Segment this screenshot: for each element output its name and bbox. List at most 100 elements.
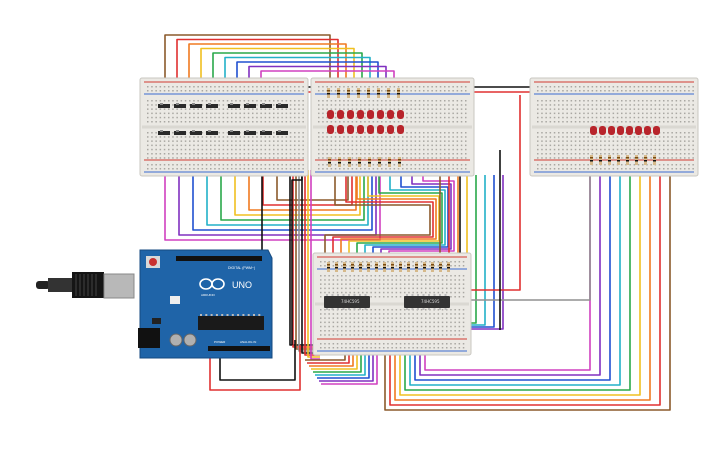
resistor <box>328 157 331 167</box>
resistor <box>338 157 341 167</box>
led <box>377 110 384 119</box>
jumper-wire[interactable] <box>261 174 300 260</box>
resistor <box>388 157 391 167</box>
jumper-wire[interactable] <box>176 38 339 101</box>
digital-label: DIGITAL (PWM~) <box>228 266 255 270</box>
jumper-wire[interactable] <box>209 345 301 391</box>
jumper-wire[interactable] <box>200 47 355 101</box>
resistor <box>343 262 346 272</box>
resistor <box>367 88 370 98</box>
resistor <box>635 155 638 165</box>
led <box>635 126 642 135</box>
slide-switch[interactable] <box>276 130 288 135</box>
uno-logo-text: UNO <box>232 280 252 290</box>
jumper-wire[interactable] <box>348 170 440 265</box>
jumper-wire[interactable] <box>192 150 373 231</box>
slide-switch[interactable] <box>260 130 272 135</box>
slide-switch[interactable] <box>244 103 256 108</box>
shift-register-layer: 74HC595 74HC595 <box>324 294 450 310</box>
jumper-wire[interactable] <box>364 170 446 265</box>
jumper-wire[interactable] <box>372 170 449 265</box>
resistor <box>644 155 647 165</box>
atmega-chip <box>198 316 264 330</box>
slide-switch[interactable] <box>244 130 256 135</box>
slide-switch[interactable] <box>158 103 170 108</box>
slide-switch[interactable] <box>174 130 186 135</box>
slide-switch[interactable] <box>190 130 202 135</box>
power-jack <box>138 328 160 348</box>
resistor <box>431 262 434 272</box>
jumper-wire[interactable] <box>332 170 434 265</box>
jumper-wire[interactable] <box>188 43 347 100</box>
resistor <box>599 155 602 165</box>
led <box>653 126 660 135</box>
slide-switch[interactable] <box>260 103 272 108</box>
jumper-wire[interactable] <box>164 34 331 100</box>
jumper-wire[interactable] <box>470 175 477 324</box>
digital-header <box>176 256 262 261</box>
jumper-wire[interactable] <box>307 170 320 358</box>
power-label: POWER <box>214 340 226 344</box>
usb-port <box>103 273 135 299</box>
led <box>617 126 624 135</box>
resistor <box>447 262 450 272</box>
chip-label: 74HC595 <box>421 299 440 304</box>
resistor <box>348 157 351 167</box>
resistor <box>387 88 390 98</box>
jumper-wire[interactable] <box>470 95 521 291</box>
led <box>377 125 384 134</box>
resistor <box>367 262 370 272</box>
slide-switch[interactable] <box>190 103 202 108</box>
jumper-wire[interactable] <box>380 170 452 265</box>
slide-switch[interactable] <box>228 130 240 135</box>
resistor <box>391 262 394 272</box>
jumper-wire[interactable] <box>310 170 320 360</box>
slide-switch[interactable] <box>174 103 186 108</box>
slide-switch[interactable] <box>228 103 240 108</box>
slide-switch[interactable] <box>276 103 288 108</box>
resistor <box>351 262 354 272</box>
jumper-wire[interactable] <box>470 175 495 328</box>
slide-switch[interactable] <box>158 130 170 135</box>
led <box>626 126 633 135</box>
jumper-wire[interactable] <box>470 175 504 330</box>
led <box>327 125 334 134</box>
jumper-wire[interactable] <box>470 165 591 301</box>
jumper-wire[interactable] <box>295 170 320 350</box>
jumper-wire[interactable] <box>212 52 363 100</box>
chip-label: 74HC595 <box>341 299 360 304</box>
jumper-wire[interactable] <box>340 170 437 265</box>
resistor <box>358 157 361 167</box>
led <box>337 125 344 134</box>
jumper-wire[interactable] <box>234 150 361 216</box>
resistor <box>359 262 362 272</box>
resistor <box>327 88 330 98</box>
led <box>357 110 364 119</box>
jumper-wire[interactable] <box>324 170 431 265</box>
led <box>387 110 394 119</box>
led <box>397 110 404 119</box>
resistor <box>337 88 340 98</box>
slide-switch[interactable] <box>206 103 218 108</box>
resistor <box>357 88 360 98</box>
resistor <box>617 155 620 165</box>
resistor <box>383 262 386 272</box>
resistor <box>608 155 611 165</box>
jumper-wire[interactable] <box>206 150 369 226</box>
jumper-wire[interactable] <box>470 175 486 326</box>
resistor <box>375 262 378 272</box>
wire-layer <box>164 34 671 411</box>
breadboard-shift-registers <box>312 252 472 356</box>
led <box>347 125 354 134</box>
jumper-wire[interactable] <box>289 170 320 346</box>
slide-switch[interactable] <box>206 130 218 135</box>
jumper-wire[interactable] <box>356 170 443 265</box>
resistor <box>423 262 426 272</box>
led <box>347 110 354 119</box>
resistor <box>439 262 442 272</box>
reset-button[interactable] <box>149 258 157 266</box>
jumper-wire[interactable] <box>219 340 296 381</box>
